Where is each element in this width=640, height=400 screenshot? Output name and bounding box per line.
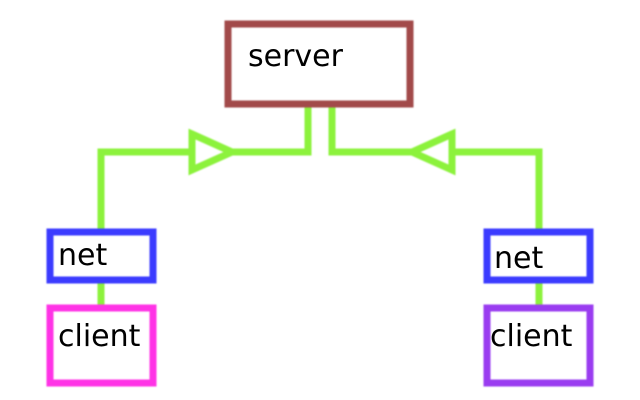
net-label-right: net xyxy=(494,241,544,276)
client-label-left: client xyxy=(58,319,141,354)
client-box-left xyxy=(46,304,157,387)
client-label-right: client xyxy=(490,319,573,354)
client-box-right xyxy=(483,304,594,387)
arrow-left-icon xyxy=(403,128,456,176)
net-box-left xyxy=(46,228,157,284)
net-box-right xyxy=(483,228,594,284)
connector-right xyxy=(328,100,543,236)
arrow-right-icon xyxy=(188,128,241,176)
server-box xyxy=(224,20,414,108)
server-label: server xyxy=(248,39,343,74)
net-label-left: net xyxy=(58,238,108,273)
